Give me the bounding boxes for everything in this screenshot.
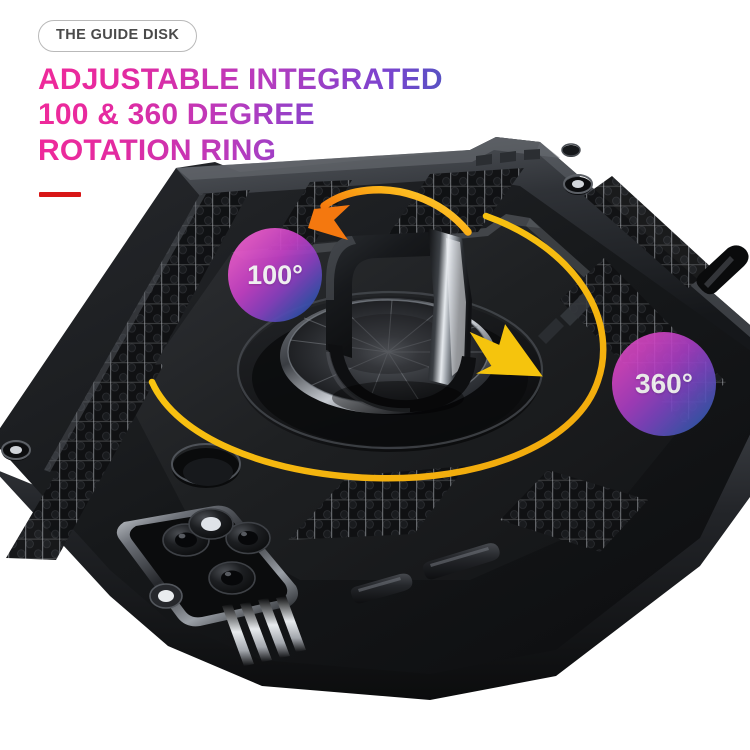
orange-curved-arrow bbox=[308, 186, 472, 240]
callout-badge-100-degree: 100° bbox=[228, 228, 322, 322]
corner-detail bbox=[1, 440, 31, 461]
top-notches bbox=[476, 149, 540, 166]
headline-line-2: 100 & 360 DEGREE bbox=[38, 97, 508, 132]
camera-module bbox=[116, 505, 298, 627]
camera-lens bbox=[208, 561, 256, 595]
kicker-badge: THE GUIDE DISK bbox=[38, 20, 198, 52]
port-cutout bbox=[696, 245, 749, 295]
accent-rule bbox=[39, 192, 81, 197]
fingerprint-cutout bbox=[171, 443, 241, 488]
callout-badge-360-degree: 360° bbox=[612, 332, 716, 436]
ring-holder bbox=[280, 228, 496, 415]
yellow-rotation-arc bbox=[148, 212, 607, 482]
side-buttons bbox=[350, 543, 500, 604]
camera-led bbox=[149, 583, 183, 609]
camera-top-lens bbox=[188, 508, 234, 540]
corner-detail bbox=[563, 174, 593, 195]
headline-line-3: ROTATION RING bbox=[38, 133, 508, 168]
speaker-slots bbox=[222, 596, 306, 666]
corner-detail bbox=[561, 143, 581, 157]
camera-lens bbox=[225, 521, 271, 555]
page-title: ADJUSTABLE INTEGRATED 100 & 360 DEGREE R… bbox=[38, 62, 508, 168]
headline-line-1: ADJUSTABLE INTEGRATED bbox=[38, 62, 508, 97]
